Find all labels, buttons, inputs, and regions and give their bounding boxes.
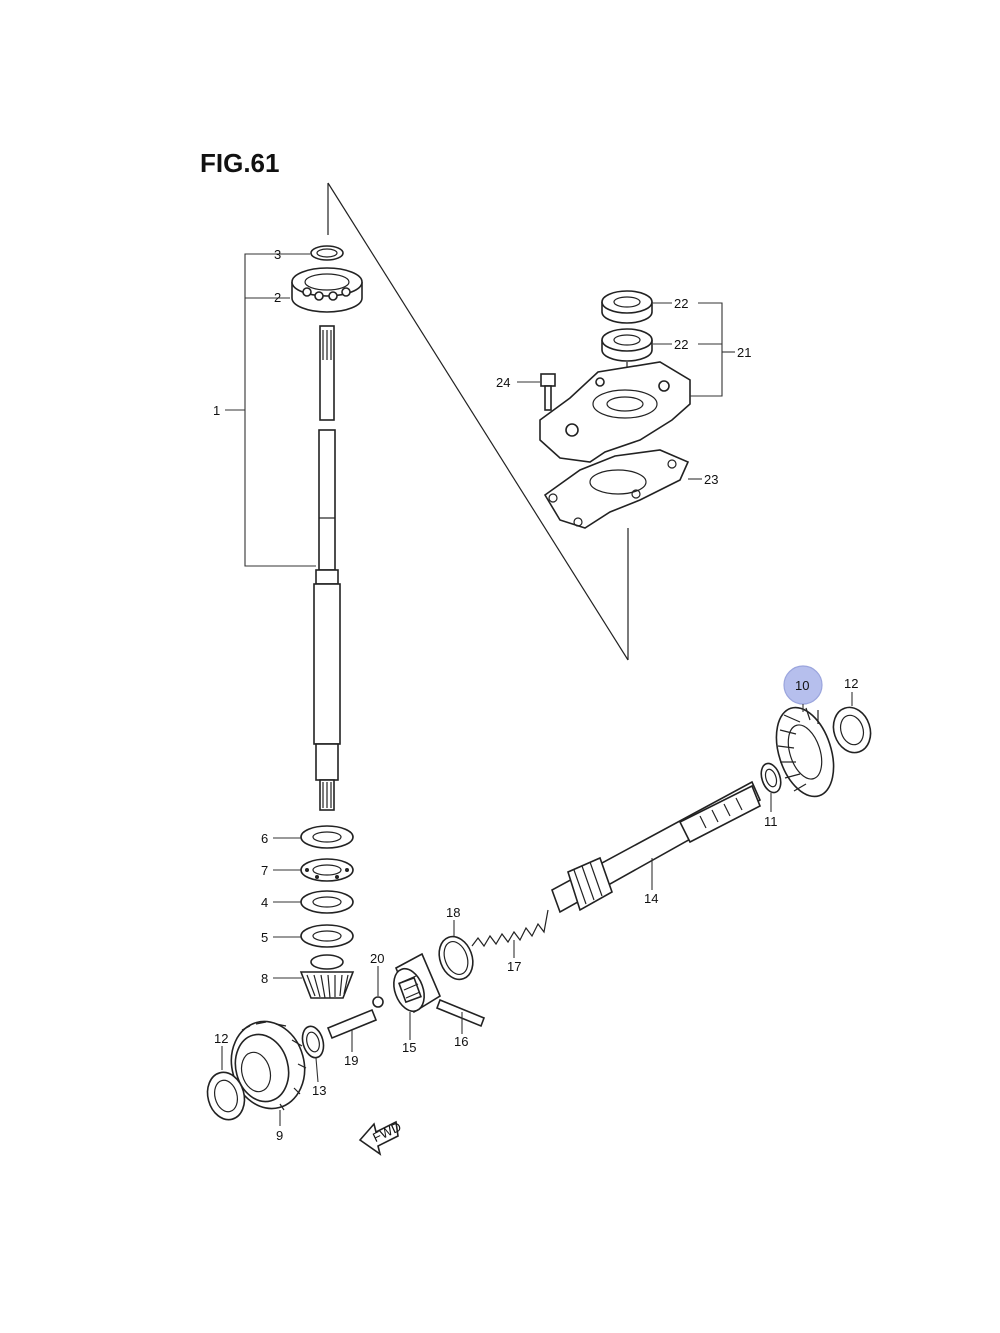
- part-1-drive-shaft[interactable]: [313, 325, 341, 811]
- callout-10: 10: [795, 678, 809, 693]
- callout-20: 20: [370, 951, 384, 966]
- part-19-push-rod[interactable]: [326, 1008, 378, 1040]
- part-6-thrust-washer[interactable]: [300, 825, 354, 849]
- callout-22-lower: 22: [674, 337, 688, 352]
- callout-9: 9: [276, 1128, 283, 1143]
- part-3-circlip[interactable]: [310, 245, 344, 261]
- part-22-oil-seal-lower[interactable]: [601, 328, 653, 362]
- part-18-spring-clip[interactable]: [433, 932, 478, 984]
- part-7-thrust-bearing[interactable]: [300, 858, 354, 882]
- part-16-pin[interactable]: [435, 998, 486, 1028]
- part-2-bearing[interactable]: [291, 267, 363, 313]
- figure-title: FIG.61: [200, 148, 279, 178]
- part-14-propeller-shaft[interactable]: [551, 780, 762, 914]
- callout-16: 16: [454, 1034, 468, 1049]
- bracket-21: [690, 302, 723, 397]
- callout-8: 8: [261, 971, 268, 986]
- callout-14: 14: [644, 891, 658, 906]
- part-12-shim-upper[interactable]: [828, 703, 876, 758]
- part-21-lower-case[interactable]: [539, 361, 691, 463]
- part-12-shim-lower[interactable]: [202, 1068, 249, 1124]
- callout-12-lower: 12: [214, 1031, 228, 1046]
- callout-3: 3: [274, 247, 281, 262]
- callout-24: 24: [496, 375, 510, 390]
- callout-1: 1: [213, 403, 220, 418]
- callout-13: 13: [312, 1083, 326, 1098]
- part-22-oil-seal-upper[interactable]: [601, 290, 653, 324]
- part-5-shim[interactable]: [300, 924, 354, 948]
- callout-21: 21: [737, 345, 751, 360]
- callout-18: 18: [446, 905, 460, 920]
- callout-22-upper: 22: [674, 296, 688, 311]
- callout-12-upper: 12: [844, 676, 858, 691]
- part-24-bolt[interactable]: [540, 373, 556, 411]
- callout-6: 6: [261, 831, 268, 846]
- part-11-thrust-washer[interactable]: [758, 761, 784, 795]
- part-23-gasket[interactable]: [543, 449, 690, 529]
- part-4-washer[interactable]: [300, 890, 354, 914]
- part-9-forward-gear[interactable]: [222, 1013, 314, 1117]
- callout-17: 17: [507, 959, 521, 974]
- detail-diagonal-line: [327, 182, 629, 661]
- callout-15: 15: [402, 1040, 416, 1055]
- callout-5: 5: [261, 930, 268, 945]
- callout-2: 2: [274, 290, 281, 305]
- callout-19: 19: [344, 1053, 358, 1068]
- callout-4: 4: [261, 895, 268, 910]
- fwd-arrow-icon: FWD: [358, 1119, 404, 1156]
- callout-11: 11: [764, 814, 778, 829]
- part-13-washer[interactable]: [299, 1024, 327, 1060]
- part-15-clutch[interactable]: [388, 952, 442, 1015]
- callout-23: 23: [704, 472, 718, 487]
- part-8-pinion-gear[interactable]: [299, 954, 355, 999]
- lead-13: [315, 1057, 319, 1083]
- part-17-spring[interactable]: [471, 909, 549, 948]
- callout-7: 7: [261, 863, 268, 878]
- part-20-ball[interactable]: [372, 996, 384, 1008]
- part-10-reverse-gear[interactable]: [766, 700, 844, 804]
